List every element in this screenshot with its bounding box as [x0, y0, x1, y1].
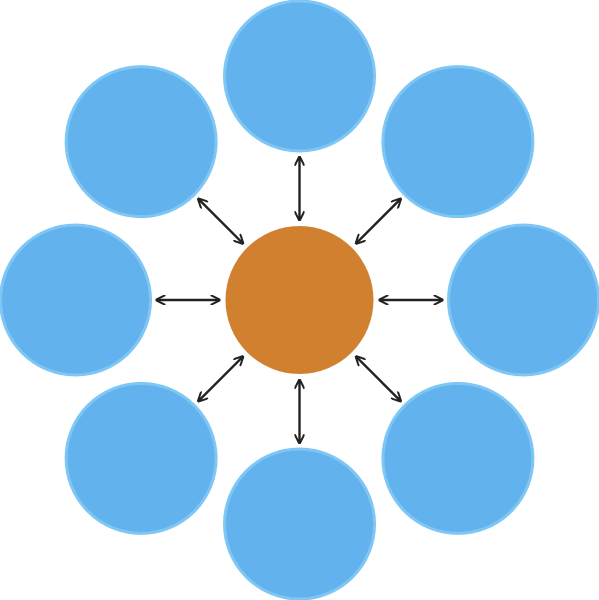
- center-node: [225, 226, 374, 374]
- satellite-node-left: [0, 223, 152, 377]
- satellite-node-bottom-right: [381, 381, 535, 535]
- satellite-node-bottom: [223, 447, 376, 600]
- satellite-node-right: [447, 223, 599, 377]
- satellite-node-top-right: [381, 65, 535, 219]
- satellite-node-top: [223, 0, 376, 153]
- satellite-node-top-left: [64, 65, 218, 219]
- bidirectional-arrow-top-left: [199, 200, 242, 243]
- bidirectional-arrow-top-right: [357, 200, 400, 243]
- bidirectional-arrow-bottom-right: [357, 357, 400, 400]
- bidirectional-arrow-bottom-left: [199, 357, 242, 400]
- satellite-node-bottom-left: [64, 381, 218, 535]
